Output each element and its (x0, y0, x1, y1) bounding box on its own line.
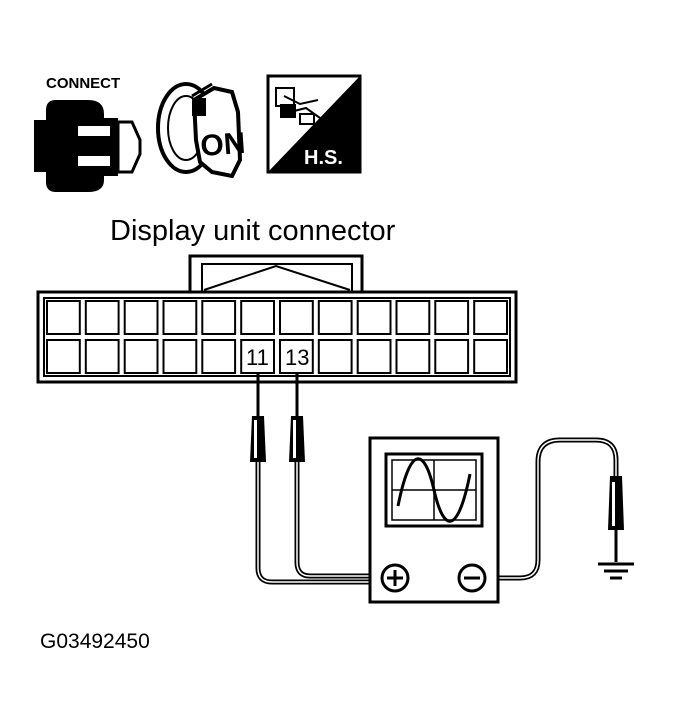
display-unit-connector (36, 254, 518, 384)
probe-b (289, 374, 305, 462)
connector-pin-cavity (123, 339, 159, 374)
connector-pin-cavity (356, 339, 392, 374)
ground-probe (608, 476, 624, 562)
key-on-label: ON (199, 127, 246, 163)
pin-13-label: 13 (285, 345, 309, 370)
connector-pin-cavity (434, 339, 470, 374)
connector-pin-cavity (46, 339, 81, 374)
connector-pin-cavity (395, 339, 431, 374)
connector-pin-cavity (434, 300, 470, 335)
connector-pin-cavity (201, 300, 237, 335)
negative-terminal (457, 563, 487, 593)
connector-pin-cavity (162, 339, 198, 374)
probe-a (250, 374, 266, 462)
connect-label: CONNECT (46, 75, 120, 92)
connector-pin-cavity (240, 300, 275, 335)
connector-pin-cavity (356, 300, 392, 335)
connector-pin-cavity (162, 300, 198, 335)
connector-pin-cavity (84, 300, 120, 335)
connector-pin-cavity (201, 339, 237, 374)
connector-pin-cavity (279, 339, 314, 374)
connector-pin-cavity (123, 300, 159, 335)
figure-id: G03492450 (40, 630, 150, 653)
connector-pin-cavity (240, 339, 275, 374)
pin-11-label: 11 (246, 345, 269, 370)
connector-title: Display unit connector (110, 215, 396, 247)
connector-pin-grid (46, 300, 509, 374)
oscilloscope (368, 436, 500, 604)
connector-pin-cavity (473, 339, 509, 374)
ignition-key-icon: ON (156, 82, 246, 179)
connect-icon: CONNECT (34, 75, 142, 192)
connector-pin-cavity (395, 300, 431, 335)
waveform (396, 457, 472, 523)
ground-icon (598, 562, 634, 580)
connector-pin-cavity (46, 300, 81, 335)
connector-pin-cavity (84, 339, 120, 374)
hs-label: H.S. (304, 147, 343, 169)
connector-pin-cavity (473, 300, 509, 335)
harness-hs-icon: H.S. (266, 74, 362, 174)
positive-terminal (380, 563, 410, 593)
connector-pin-cavity (317, 339, 353, 374)
connector-pin-cavity (279, 300, 314, 335)
connector-pin-cavity (317, 300, 353, 335)
